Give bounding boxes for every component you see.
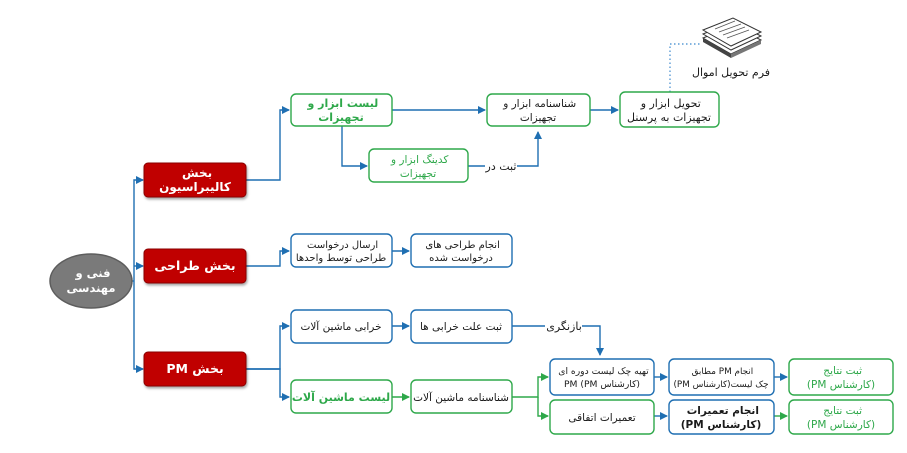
node-equipment-list [290,93,393,127]
node-do-design-label: انجام طراحی های درخواست شده [422,240,500,264]
connector-calibration-list [246,106,290,181]
node-delivery-line-1: تحویل ابزار و [640,97,701,110]
department-calibration[interactable] [143,162,247,198]
connectors [132,43,788,420]
node-equipment-id [486,93,591,127]
node-prepare-checklist [549,358,655,396]
node-record-results-1 [788,358,894,396]
node-machine-list-label: لیست ماشین آلات [292,390,390,404]
node-do-repairs [668,399,775,435]
node-do-repairs-line-1: انجام تعمیرات [687,405,759,417]
node-do-pm-label: انجام PM مطابق چک لیست(کارشناس PM) [673,367,768,390]
department-design[interactable] [143,248,247,284]
connector-pm-breakdown [246,322,290,370]
node-equipment-list-line-1: لیست ابزار و [307,97,379,110]
node-delivery-label: تحویل ابزار و تجهیزات به پرسنل [627,97,711,124]
return-label: بازنگری [546,320,582,333]
department-pm[interactable] [143,351,247,387]
node-do-repairs-label: انجام تعمیرات (کارشناس PM) [681,405,762,431]
document-stack-icon [701,17,763,58]
connector-root-pm [133,281,144,373]
node-record-results-1-label: ثبت نتایج (کارشناس PM) [807,365,875,391]
node-send-request-label: ارسال درخواست طراحی توسط واحدها [296,240,386,264]
node-emergency-repair [549,399,655,435]
node-equipment-list-label: لیست ابزار و تجهیزات [304,97,379,124]
node-prepare-checklist-label: تهیه چک لیست دوره ای (کارشناس PM) PM [555,366,649,390]
connector-delivery-document [669,43,700,92]
node-do-pm-line-1: انجام PM مطابق [692,367,754,377]
node-coding-line-1: کدینگ ابزار و [390,153,448,166]
node-do-pm [668,358,775,396]
node-do-design-line-1: انجام طراحی های [425,240,500,251]
root-line-2: مهندسی [67,281,116,295]
node-prepare-checklist-line-1: تهیه چک لیست دوره ای [558,366,649,377]
node-equipment-id-line-1: شناسنامه ابزار و [502,98,576,110]
node-record-cause-label: ثبت علت خرابی ها [420,321,502,333]
node-equipment-list-line-2: تجهیزات [318,111,363,124]
node-send-request [290,233,393,268]
node-record-results-1-line-2: (کارشناس PM) [807,379,875,391]
department-calibration-line-1: بخش [182,166,212,180]
connector-return-checklist [582,325,604,356]
department-pm-label: بخش PM [166,361,223,376]
node-send-request-line-2: طراحی توسط واحدها [296,253,386,264]
connector-design-request [246,247,290,267]
node-equipment-id-line-2: تجهیزات [520,112,556,124]
root-node [49,253,133,309]
node-prepare-checklist-line-2: (کارشناس PM) PM [564,379,640,390]
node-coding [368,148,469,183]
node-do-pm-line-2: چک لیست(کارشناس PM) [673,380,768,390]
node-delivery [619,91,720,128]
node-do-repairs-line-2: (کارشناس PM) [681,419,762,431]
node-machine-id [410,379,513,414]
register-label: ثبت در [485,160,517,173]
node-machine-list [290,379,393,414]
connector-machineid-checklist [512,373,549,398]
root-label: فنی و مهندسی [67,266,116,295]
document-label: فرم تحویل اموال [692,66,770,79]
node-coding-label: کدینگ ابزار و تجهیزات [388,153,449,180]
node-do-design-line-2: درخواست شده [429,253,493,264]
connector-machineid-emergency [537,397,549,420]
connector-pm-machinelist [246,368,290,401]
node-coding-line-2: تجهیزات [400,168,436,180]
connector-register-id [517,131,542,167]
node-record-results-2-label: ثبت نتایج (کارشناس PM) [807,405,875,431]
connector-list-coding [341,126,368,170]
node-breakdown [290,309,393,344]
node-do-design [410,233,513,268]
node-record-cause [410,309,513,344]
node-equipment-id-label: شناسنامه ابزار و تجهیزات [500,98,576,124]
connector-root-calibration [133,176,144,281]
node-breakdown-label: خرابی ماشین آلات [300,320,381,333]
node-record-results-2-line-2: (کارشناس PM) [807,419,875,431]
node-machine-id-label: شناسنامه ماشین آلات [413,391,509,404]
node-record-results-1-line-1: ثبت نتایج [823,365,862,377]
node-send-request-line-1: ارسال درخواست [307,240,378,251]
node-record-results-2 [788,399,894,435]
node-delivery-line-2: تجهیزات به پرسنل [627,111,711,124]
department-calibration-line-2: کالیبراسیون [159,180,231,195]
department-design-label: بخش طراحی [154,258,235,273]
node-emergency-repair-label: تعمیرات اتفاقی [568,412,635,424]
root-line-1: فنی و [75,266,111,281]
department-calibration-label: بخش کالیبراسیون [159,166,231,195]
node-record-results-2-line-1: ثبت نتایج [823,405,862,417]
